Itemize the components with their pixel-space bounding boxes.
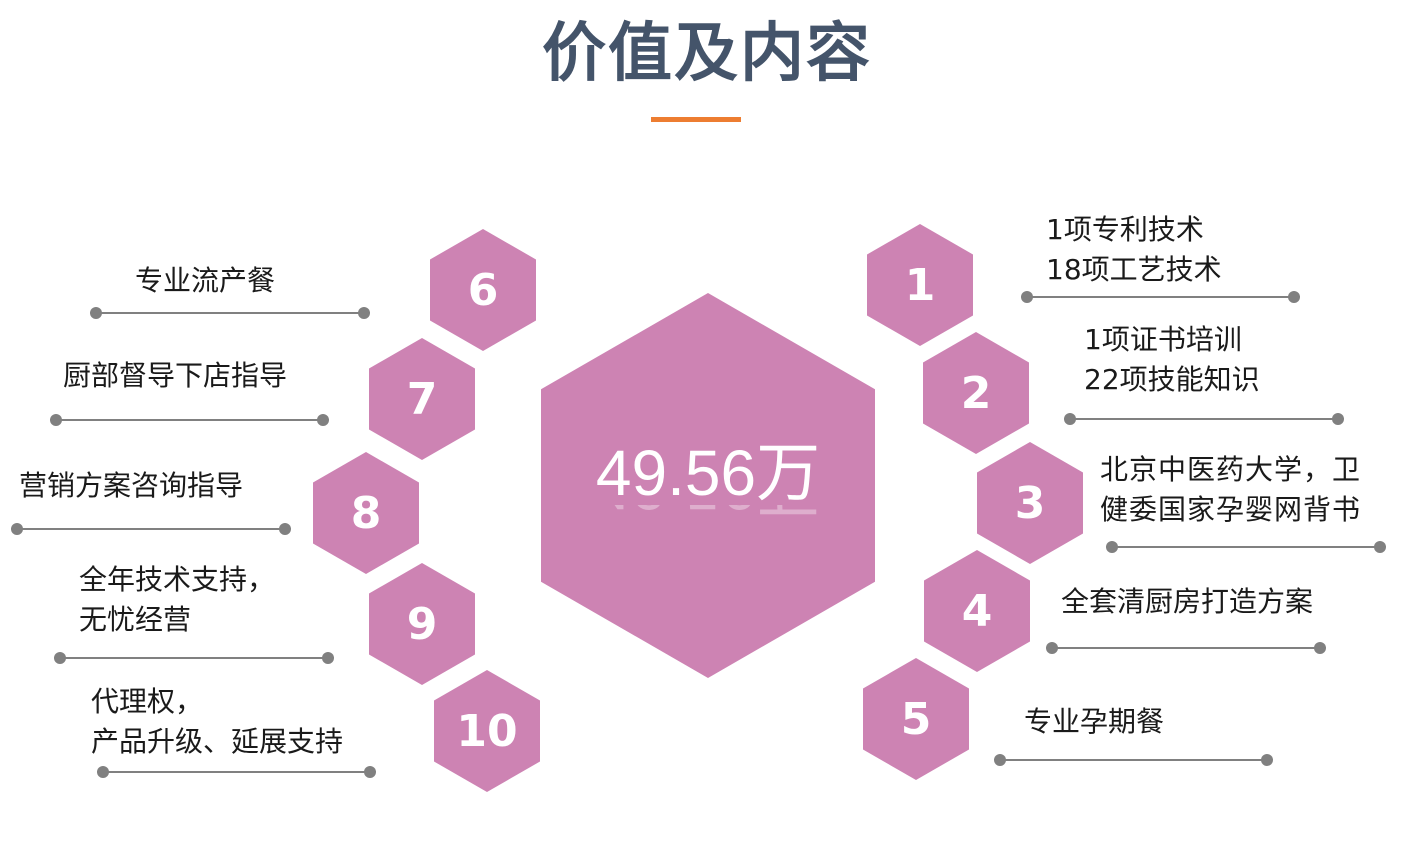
item-1-line-1: 1项专利技术 bbox=[1046, 213, 1204, 246]
item-1-line-2: 18项工艺技术 bbox=[1046, 253, 1222, 286]
item-8-connector bbox=[11, 523, 291, 535]
hex-number: 6 bbox=[467, 264, 499, 316]
item-5-connector bbox=[994, 754, 1273, 766]
hex-number: 9 bbox=[406, 598, 438, 650]
item-9-label: 全年技术支持， 无忧经营 bbox=[79, 560, 275, 640]
item-8-line-1: 营销方案咨询指导 bbox=[19, 469, 244, 502]
item-5-line-1: 专业孕期餐 bbox=[1024, 705, 1165, 738]
item-9-connector bbox=[54, 652, 334, 664]
item-6-connector bbox=[90, 307, 370, 319]
item-5-label: 专业孕期餐 bbox=[1024, 702, 1164, 742]
page-title: 价值及内容 bbox=[542, 17, 872, 91]
item-2-label: 1项证书培训 22项技能知识 bbox=[1084, 320, 1260, 400]
hex-item-6: 6 bbox=[430, 229, 536, 351]
hex-number: 1 bbox=[904, 259, 936, 311]
item-4-line-1: 全套清厨房打造方案 bbox=[1061, 585, 1314, 618]
hex-number: 4 bbox=[961, 585, 993, 637]
center-value-reflection: 49.56万 bbox=[541, 505, 875, 527]
item-2-line-2: 22项技能知识 bbox=[1084, 363, 1260, 396]
item-3-connector bbox=[1106, 541, 1386, 553]
item-1-label: 1项专利技术 18项工艺技术 bbox=[1046, 210, 1222, 290]
item-7-label: 厨部督导下店指导 bbox=[63, 356, 287, 396]
item-2-line-1: 1项证书培训 bbox=[1084, 323, 1242, 356]
hex-item-3: 3 bbox=[977, 442, 1083, 564]
hex-item-10: 10 bbox=[434, 670, 540, 792]
hex-number: 10 bbox=[456, 705, 518, 757]
center-value: 49.56万 bbox=[595, 437, 821, 509]
hex-item-8: 8 bbox=[313, 452, 419, 574]
item-3-line-2: 健委国家孕婴网背书 bbox=[1100, 493, 1362, 526]
title-underline-divider bbox=[651, 117, 741, 122]
item-7-line-1: 厨部督导下店指导 bbox=[63, 359, 288, 392]
item-4-label: 全套清厨房打造方案 bbox=[1061, 582, 1313, 622]
item-1-connector bbox=[1021, 291, 1300, 303]
item-4-connector bbox=[1046, 642, 1326, 654]
item-3-label: 北京中医药大学，卫 健委国家孕婴网背书 bbox=[1100, 450, 1361, 530]
hex-number: 7 bbox=[406, 373, 438, 425]
hex-number: 3 bbox=[1014, 477, 1046, 529]
item-9-line-2: 无忧经营 bbox=[79, 603, 192, 636]
hex-item-1: 1 bbox=[867, 224, 973, 346]
item-6-line-1: 专业流产餐 bbox=[135, 264, 276, 297]
hex-item-2: 2 bbox=[923, 332, 1029, 454]
hex-number: 5 bbox=[900, 693, 932, 745]
hex-number: 2 bbox=[960, 367, 992, 419]
item-10-connector bbox=[97, 766, 376, 778]
item-10-line-2: 产品升级、延展支持 bbox=[91, 725, 344, 758]
center-value-hexagon: 49.56万 49.56万 bbox=[541, 293, 875, 678]
hex-item-4: 4 bbox=[924, 550, 1030, 672]
item-9-line-1: 全年技术支持， bbox=[79, 563, 276, 596]
item-3-line-1: 北京中医药大学，卫 bbox=[1100, 453, 1362, 486]
item-8-label: 营销方案咨询指导 bbox=[19, 466, 243, 506]
item-10-line-1: 代理权， bbox=[91, 685, 204, 718]
hex-item-9: 9 bbox=[369, 563, 475, 685]
item-6-label: 专业流产餐 bbox=[135, 261, 275, 301]
hex-item-5: 5 bbox=[863, 658, 969, 780]
item-10-label: 代理权， 产品升级、延展支持 bbox=[91, 682, 343, 762]
item-2-connector bbox=[1064, 413, 1344, 425]
item-7-connector bbox=[50, 414, 329, 426]
hex-number: 8 bbox=[350, 487, 382, 539]
hex-item-7: 7 bbox=[369, 338, 475, 460]
